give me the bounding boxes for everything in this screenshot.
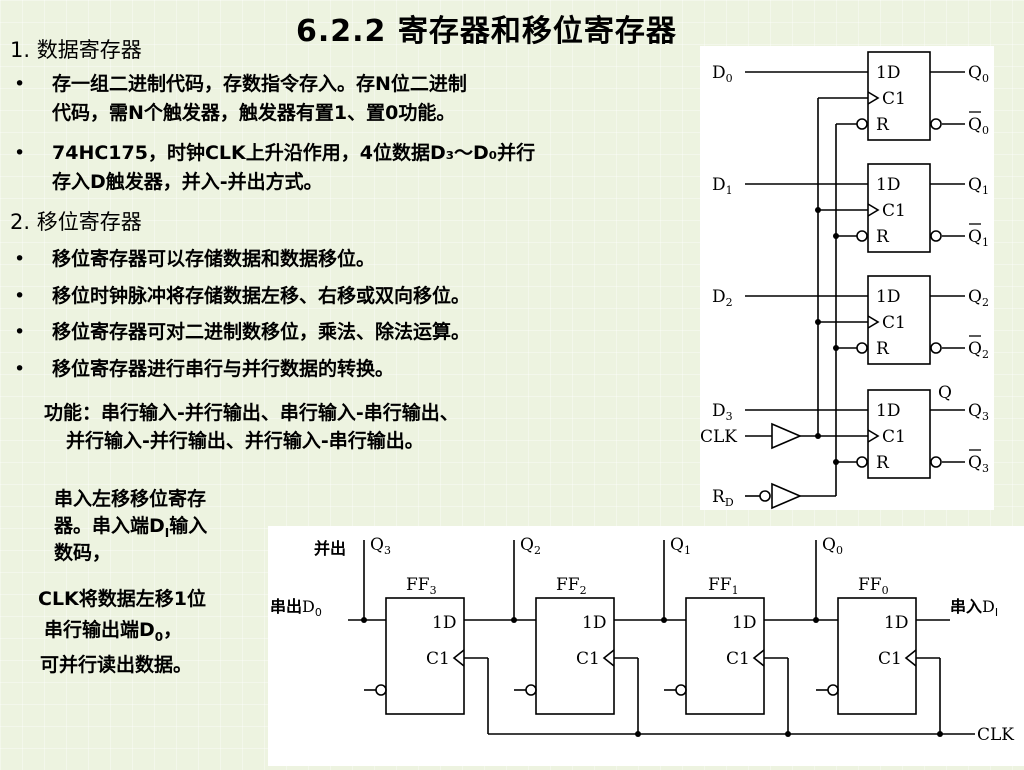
svg-text:Q: Q — [938, 383, 952, 403]
bullet-item: • 移位寄存器进行串行与并行数据的转换。 — [14, 355, 694, 384]
bullet-text-line: 存入D触发器，并入-并出方式。 — [52, 171, 323, 193]
note-line: 可并行读出数据。 — [40, 654, 193, 676]
svg-text:D2: D2 — [712, 287, 733, 309]
svg-text:CLK: CLK — [700, 427, 737, 447]
svg-text:1D: 1D — [876, 63, 900, 83]
svg-text:串出D0: 串出D0 — [270, 597, 322, 619]
svg-text:R: R — [876, 339, 890, 359]
svg-text:Q0: Q0 — [968, 63, 989, 85]
bullet-text-line: 移位寄存器进行串行与并行数据的转换。 — [52, 358, 395, 380]
svg-text:CLK: CLK — [977, 725, 1014, 745]
svg-text:R: R — [876, 227, 890, 247]
svg-text:Q1: Q1 — [670, 535, 691, 557]
svg-text:1D: 1D — [582, 613, 606, 633]
bullet-item: • 移位寄存器可以存储数据和数据移位。 — [14, 245, 694, 274]
svg-text:RD: RD — [712, 487, 734, 509]
bullet-dot-icon: • — [14, 358, 26, 380]
svg-text:1D: 1D — [432, 613, 456, 633]
bullet-item: • 存一组二进制代码，存数指令存入。存N位二进制 代码，需N个触发器，触发器有置… — [14, 70, 694, 130]
bullet-dot-icon: • — [14, 73, 26, 95]
svg-text:R: R — [876, 115, 890, 135]
bullet-dot-icon: • — [14, 285, 26, 307]
note-line: CLK将数据左移1位 — [38, 588, 206, 610]
bullet-dot-icon: • — [14, 142, 26, 164]
svg-text:FF0: FF0 — [858, 575, 889, 597]
functions-line: 功能：串行输入-并行输出、串行输入-串行输出、 — [44, 402, 459, 424]
svg-text:D0: D0 — [712, 63, 733, 85]
svg-text:C1: C1 — [576, 649, 600, 669]
svg-text:1D: 1D — [876, 287, 900, 307]
note-line: 器。串入端DI输入 — [54, 515, 208, 540]
svg-text:FF3: FF3 — [406, 575, 437, 597]
svg-text:C1: C1 — [882, 89, 906, 109]
svg-text:Q0: Q0 — [822, 535, 843, 557]
svg-text:串入DI: 串入DI — [950, 597, 998, 619]
section-1-heading: 1. 数据寄存器 — [10, 38, 142, 62]
bullet-text-line: 74HC175，时钟CLK上升沿作用，4位数据D₃～D₀并行 — [52, 142, 536, 164]
svg-text:并出: 并出 — [314, 539, 346, 558]
svg-text:Q2: Q2 — [520, 535, 541, 557]
svg-text:C1: C1 — [882, 313, 906, 333]
page-title: 6.2.2 寄存器和移位寄存器 — [296, 14, 677, 49]
svg-text:Q1: Q1 — [968, 175, 989, 197]
svg-text:Q3: Q3 — [968, 401, 989, 423]
svg-text:Q2: Q2 — [968, 287, 989, 309]
bullet-text-line: 移位寄存器可以存储数据和数据移位。 — [52, 248, 376, 270]
functions-line: 并行输入-并行输出、并行输入-串行输出。 — [66, 430, 424, 452]
svg-text:FF2: FF2 — [556, 575, 587, 597]
svg-text:1D: 1D — [732, 613, 756, 633]
note-line: 串行输出端D0， — [44, 619, 183, 644]
ff-box — [867, 51, 931, 141]
svg-text:FF1: FF1 — [708, 575, 739, 597]
svg-text:1D: 1D — [884, 613, 908, 633]
svg-text:D3: D3 — [712, 401, 733, 423]
svg-text:Q3: Q3 — [968, 453, 989, 475]
ff-box — [867, 389, 931, 479]
svg-text:C1: C1 — [426, 649, 450, 669]
shift-register-diagram: FF3 FF2 FF1 FF0 1D C1 1D C1 1D C1 1D C1 Q3 Q… — [268, 526, 1024, 766]
bullet-item: • 移位时钟脉冲将存储数据左移、右移或双向移位。 — [14, 282, 694, 311]
svg-text:Q0: Q0 — [968, 115, 989, 137]
svg-text:Q2: Q2 — [968, 339, 989, 361]
section-2-heading: 2. 移位寄存器 — [10, 210, 142, 234]
bullet-dot-icon: • — [14, 321, 26, 343]
svg-text:C1: C1 — [726, 649, 750, 669]
ff-box — [867, 163, 931, 253]
svg-text:R: R — [876, 453, 890, 473]
bullet-text-line: 移位寄存器可对二进制数移位，乘法、除法运算。 — [52, 321, 471, 343]
bullet-text-line: 代码，需N个触发器，触发器有置1、置0功能。 — [52, 102, 456, 124]
note-line: 串入左移移位寄存 — [54, 488, 207, 510]
svg-text:C1: C1 — [878, 649, 902, 669]
bullet-item: • 74HC175，时钟CLK上升沿作用，4位数据D₃～D₀并行 存入D触发器，… — [14, 139, 694, 199]
svg-text:Q1: Q1 — [968, 227, 989, 249]
shift-register-schematic: FF3 FF2 FF1 FF0 1D C1 1D C1 1D C1 1D C1 Q3 Q… — [270, 535, 1014, 745]
bullet-text-line: 存一组二进制代码，存数指令存入。存N位二进制 — [52, 73, 467, 95]
svg-text:D1: D1 — [712, 175, 733, 197]
ff-box — [867, 275, 931, 365]
bullet-item: • 移位寄存器可对二进制数移位，乘法、除法运算。 — [14, 318, 694, 347]
svg-text:C1: C1 — [882, 427, 906, 447]
svg-text:1D: 1D — [876, 175, 900, 195]
svg-text:Q3: Q3 — [370, 535, 391, 557]
svg-text:C1: C1 — [882, 201, 906, 221]
bullet-dot-icon: • — [14, 248, 26, 270]
bullet-text-line: 移位时钟脉冲将存储数据左移、右移或双向移位。 — [52, 285, 471, 307]
svg-text:1D: 1D — [876, 401, 900, 421]
note-line: 数码， — [54, 542, 112, 564]
